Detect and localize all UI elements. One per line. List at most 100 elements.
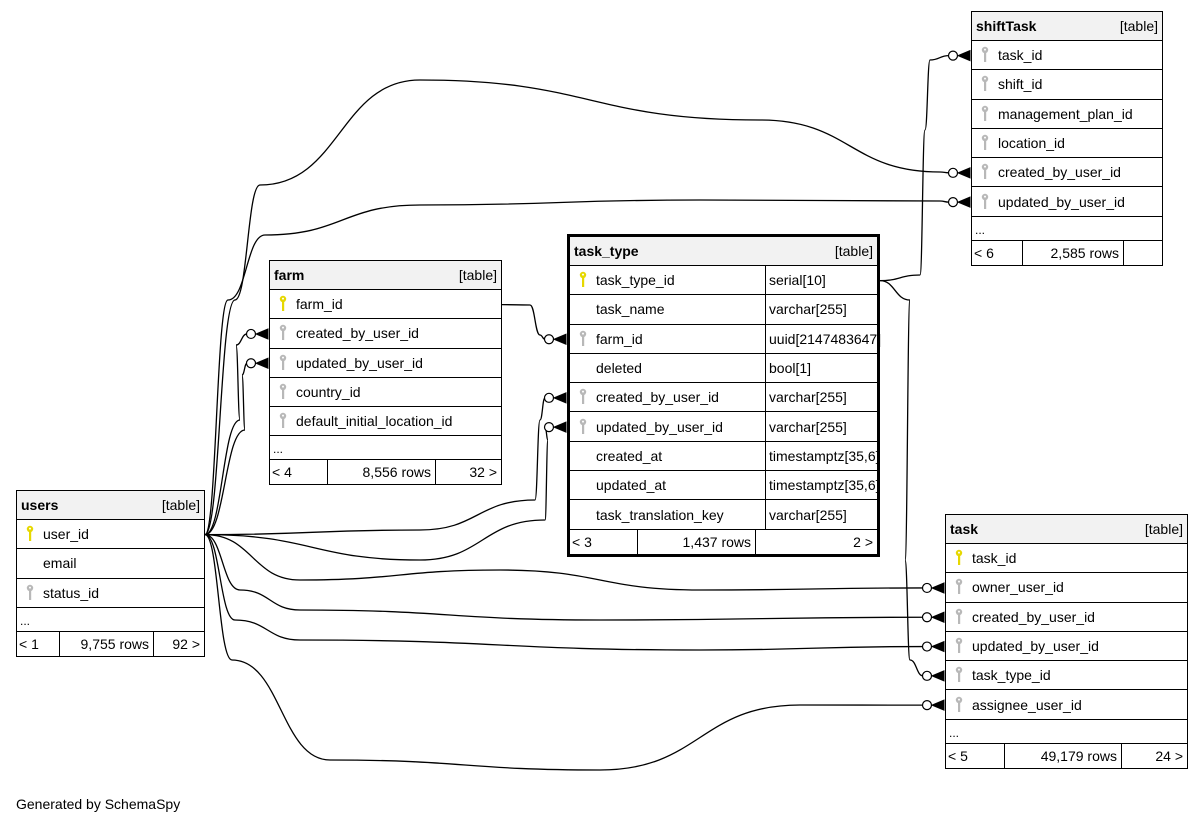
child-count[interactable]: 92 > (172, 635, 200, 652)
crows-foot-many-marker (552, 421, 567, 433)
column-row[interactable]: task_type_id (946, 661, 1187, 691)
table-header[interactable]: farm [table] (270, 261, 501, 290)
column-name: management_plan_id (998, 105, 1133, 122)
relationship-line (501, 303, 546, 340)
zero-cardinality-marker (543, 334, 555, 345)
column-name: task_translation_key (596, 506, 724, 523)
column-name: task_type_id (972, 667, 1051, 684)
column-row[interactable]: updated_by_user_id (946, 632, 1187, 662)
column-name: created_by_user_id (596, 389, 719, 406)
column-cell: created_by_user_id (570, 388, 765, 406)
column-cell: location_id (972, 134, 1162, 152)
column-name: updated_by_user_id (296, 354, 423, 371)
column-row[interactable]: task_id (972, 41, 1162, 71)
column-name: task_id (972, 550, 1017, 567)
column-cell: updated_by_user_id (972, 193, 1162, 211)
column-type: uuid[2147483647] (765, 324, 881, 353)
column-row[interactable]: shift_id (972, 70, 1162, 100)
table-header[interactable]: task_type [table] (570, 237, 877, 266)
column-row[interactable]: created_by_user_id (972, 158, 1162, 188)
crows-foot-many-marker (956, 196, 971, 208)
table-header[interactable]: users [table] (17, 491, 204, 520)
column-type: varchar[255] (765, 412, 877, 441)
table-footer: < 3 1,437 rows 2 > (570, 529, 877, 554)
parent-count[interactable]: < 3 (570, 529, 638, 554)
column-name: default_initial_location_id (296, 413, 453, 430)
foreign-key-icon (954, 608, 964, 626)
column-row[interactable]: created_by_user_id (270, 319, 501, 349)
foreign-key-icon (980, 163, 990, 181)
table-footer: < 1 9,755 rows 92 > (17, 631, 204, 656)
column-row[interactable]: user_id (17, 520, 204, 550)
table-header[interactable]: task [table] (946, 515, 1187, 544)
foreign-key-icon (578, 330, 588, 348)
column-row[interactable]: created_by_user_id varchar[255] (570, 383, 877, 413)
more-columns: ... (972, 217, 1162, 241)
column-row[interactable]: owner_user_id (946, 573, 1187, 603)
foreign-key-icon (980, 193, 990, 211)
column-row[interactable]: updated_by_user_id (972, 187, 1162, 217)
relationship-line (204, 362, 248, 536)
column-row[interactable]: management_plan_id (972, 100, 1162, 129)
column-row[interactable]: updated_by_user_id (270, 349, 501, 378)
column-type: varchar[255] (765, 383, 877, 412)
column-name: country_id (296, 384, 361, 401)
zero-cardinality-marker (543, 422, 555, 433)
parent-count[interactable]: < 4 (270, 460, 328, 485)
column-name: created_by_user_id (296, 325, 419, 342)
column-row[interactable]: email (17, 549, 204, 579)
column-row[interactable]: task_translation_key varchar[255] (570, 500, 877, 530)
child-count[interactable]: 2 > (853, 533, 873, 550)
table-name: shiftTask (976, 18, 1037, 34)
zero-cardinality-marker (947, 197, 959, 208)
column-cell: status_id (17, 584, 204, 602)
child-count[interactable]: 32 > (469, 464, 497, 481)
parent-count[interactable]: < 6 (972, 240, 1023, 265)
table-header[interactable]: shiftTask [table] (972, 12, 1162, 41)
parent-count[interactable]: < 5 (946, 743, 1005, 768)
column-row[interactable]: created_by_user_id (946, 603, 1187, 632)
column-type: timestamptz[35,6] (765, 471, 880, 500)
column-name: created_by_user_id (972, 608, 1095, 625)
foreign-key-icon (578, 418, 588, 436)
foreign-key-icon (980, 134, 990, 152)
column-cell: farm_id (570, 330, 765, 348)
column-cell: shift_id (972, 75, 1162, 93)
column-cell: updated_by_user_id (270, 354, 501, 372)
column-row[interactable]: assignee_user_id (946, 690, 1187, 720)
child-count[interactable]: 24 > (1155, 747, 1183, 764)
foreign-key-icon (25, 584, 35, 602)
foreign-key-icon (278, 324, 288, 342)
crows-foot-many-marker (956, 167, 971, 179)
table-kind: [table] (1144, 521, 1183, 537)
column-row[interactable]: task_id (946, 544, 1187, 574)
zero-cardinality-marker (245, 358, 257, 369)
column-row[interactable]: country_id (270, 378, 501, 408)
column-row[interactable]: farm_id (270, 290, 501, 320)
column-cell: created_by_user_id (972, 163, 1162, 181)
table-kind: [table] (1119, 18, 1158, 34)
table-name: users (21, 497, 59, 513)
column-name: created_by_user_id (998, 164, 1121, 181)
column-type: varchar[255] (765, 500, 877, 529)
column-name: task_id (998, 47, 1043, 64)
child-count[interactable] (1124, 241, 1162, 265)
primary-key-icon (25, 525, 35, 543)
column-row[interactable]: location_id (972, 129, 1162, 159)
parent-count[interactable]: < 1 (17, 631, 60, 656)
column-row[interactable]: default_initial_location_id (270, 407, 501, 437)
column-row[interactable]: status_id (17, 579, 204, 608)
column-name: email (43, 555, 77, 572)
